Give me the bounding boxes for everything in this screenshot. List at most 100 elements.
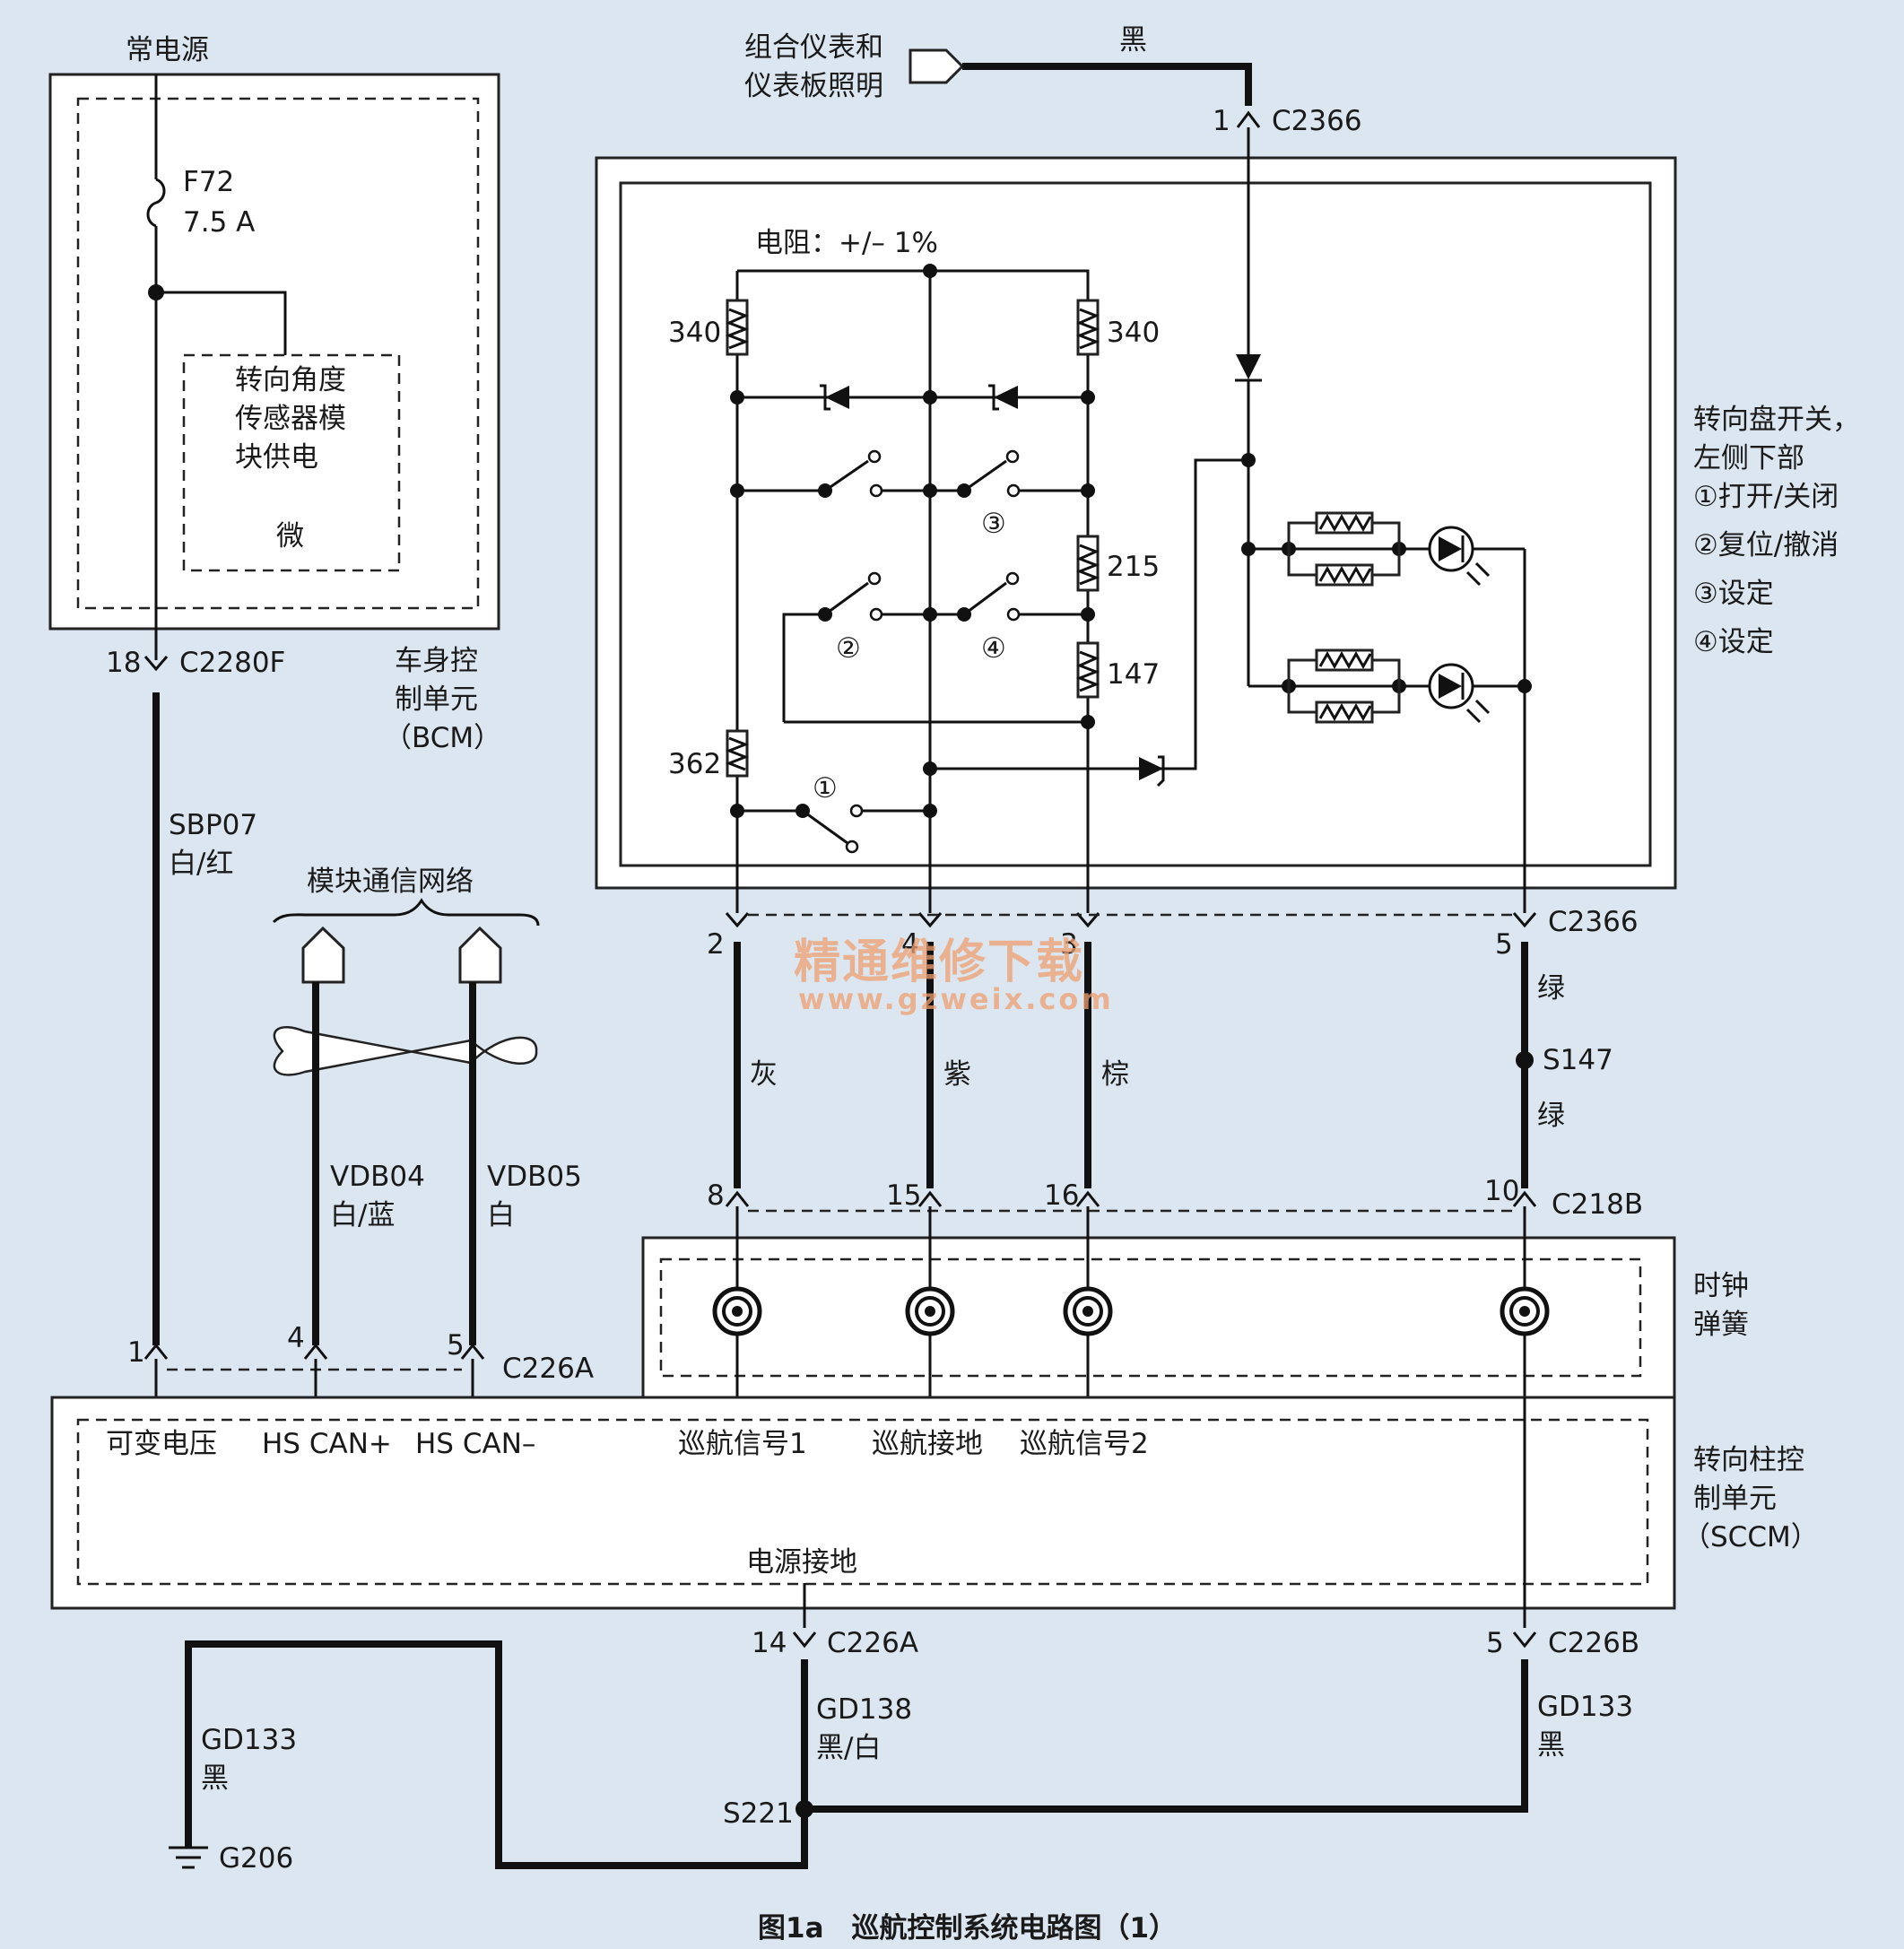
spring-coil-1	[712, 1286, 762, 1336]
connector-c226a-bottom: 14 C226A	[752, 1583, 918, 1659]
sensor-supply-line1: 转向角度	[235, 364, 346, 396]
watermark: 精通维修下载 www.gzweix.com	[794, 935, 1114, 1016]
spring-coil-4	[1500, 1286, 1550, 1336]
c2366-pin5: 5	[1495, 928, 1513, 961]
c2366-pin2: 2	[707, 928, 725, 961]
sbp07-color: 白/红	[169, 848, 233, 880]
module-network: 模块通信网络 VDB04 白/蓝 VDB05 白	[272, 866, 582, 1345]
bcm-name-line3: （BCM）	[384, 722, 501, 754]
sccm-name-line3: （SCCM）	[1682, 1521, 1819, 1553]
resistor-tolerance: 电阻：+/– 1%	[755, 227, 938, 259]
c226b-pin5: 5	[1486, 1627, 1504, 1659]
steering-wheel-switch: 电阻：+/– 1% 340 340 215 147	[595, 127, 1677, 913]
figure-caption: 图1a 巡航控制系统电路图（1）	[758, 1912, 1177, 1945]
gd133-right-code: GD133	[1537, 1691, 1633, 1723]
splice-s221-label: S221	[723, 1797, 794, 1830]
vdb05-color: 白	[487, 1199, 515, 1231]
sccm-pin-cruise-signal2: 巡航信号2	[1020, 1428, 1149, 1460]
sccm-pin-power-ground: 电源接地	[746, 1546, 857, 1579]
sbp07-code: SBP07	[169, 809, 257, 841]
sccm-pin-variable-voltage: 可变电压	[106, 1428, 217, 1460]
gd138-code: GD138	[816, 1693, 912, 1726]
switch-desc-item4: ④设定	[1693, 626, 1774, 658]
sccm-pin-cruise-ground: 巡航接地	[872, 1428, 983, 1460]
resistor-362	[725, 729, 750, 778]
r-right-top-value: 340	[1107, 317, 1160, 349]
top-wire-color: 黑	[1119, 24, 1147, 57]
c218b-pin10: 10	[1484, 1175, 1519, 1207]
connector-c226a-top: 1 4 5 C226A	[127, 1322, 594, 1420]
sccm-name-line1: 转向柱控	[1693, 1444, 1804, 1476]
r-362-value: 362	[668, 748, 721, 780]
c2366-pin4: 4	[901, 928, 919, 961]
wire-gray-label: 灰	[750, 1058, 778, 1091]
bcm-power-label: 常电源	[126, 34, 209, 66]
switch-4-label: ④	[981, 632, 1006, 665]
fuse-name: F72	[183, 166, 234, 198]
network-label: 模块通信网络	[307, 866, 474, 898]
wire-green2-label: 绿	[1537, 1100, 1565, 1132]
sensor-supply-note: 微	[276, 520, 304, 553]
resistor-right-340	[1075, 299, 1100, 356]
switch-desc-line2: 左侧下部	[1693, 442, 1804, 474]
lamp-source-line2: 仪表板照明	[744, 70, 883, 102]
bcm-module: 常电源 F72 7.5 A 转向角度 传感器模 块供电 微 车身控 制单元 （B…	[48, 34, 501, 754]
lamp-source-connector	[909, 48, 965, 84]
wire-gd133-right	[804, 1659, 1528, 1813]
vdb04-color: 白/蓝	[330, 1199, 395, 1231]
fuse-f72-symbol	[146, 178, 166, 228]
resistor-147	[1075, 641, 1100, 699]
connector-c2280f: 18 C2280F	[106, 647, 285, 679]
r-left-top-value: 340	[668, 317, 721, 349]
switch-3-label: ③	[981, 508, 1006, 540]
c2280f-label: C2280F	[179, 647, 285, 679]
lamp-source: 组合仪表和 仪表板照明 黑 1 C2366	[744, 24, 1362, 137]
switch-desc-line1: 转向盘开关，	[1693, 404, 1860, 436]
switch-2-label: ②	[836, 632, 861, 665]
c218b-pin16: 16	[1044, 1179, 1079, 1212]
c218b-label: C218B	[1552, 1188, 1643, 1221]
r-147-value: 147	[1107, 658, 1160, 691]
gd133-left-code: GD133	[201, 1724, 297, 1756]
zener-diode	[1139, 757, 1163, 780]
sccm-name-line2: 制单元	[1693, 1483, 1777, 1515]
watermark-line2: www.gzweix.com	[798, 982, 1114, 1016]
wire-gd133-left	[185, 1640, 808, 1869]
switch-description: 转向盘开关， 左侧下部 ①打开/关闭 ②复位/撤消 ③设定 ④设定	[1693, 404, 1860, 658]
c218b-pin15: 15	[886, 1179, 921, 1212]
network-connector-right	[458, 926, 502, 984]
vdb04-code: VDB04	[330, 1161, 425, 1193]
sccm-pin-hs-can-minus: HS CAN–	[415, 1428, 535, 1460]
sensor-supply-line2: 传感器模	[235, 403, 346, 435]
r-215-value: 215	[1107, 551, 1160, 583]
c226a-pin5: 5	[447, 1329, 465, 1362]
lamp-source-line1: 组合仪表和	[744, 31, 883, 64]
c2366-top-pin: 1	[1213, 105, 1230, 137]
connector-c2366-bottom: 2 4 3 5 C2366	[707, 906, 1639, 961]
spring-coil-2	[905, 1286, 955, 1336]
ground-g206-label: G206	[219, 1842, 293, 1875]
switch-desc-item1: ①打开/关闭	[1693, 481, 1839, 513]
switch-desc-item3: ③设定	[1693, 578, 1774, 610]
gd133-left-color: 黑	[201, 1762, 229, 1795]
clockspring-line1: 时钟	[1693, 1270, 1749, 1302]
c226a-pin14: 14	[752, 1627, 787, 1659]
watermark-line1: 精通维修下载	[794, 935, 1084, 989]
lamp-diode	[1236, 354, 1261, 379]
fuse-rating: 7.5 A	[183, 206, 255, 239]
clockspring-line2: 弹簧	[1693, 1309, 1749, 1341]
sccm-pin-cruise-signal1: 巡航信号1	[678, 1428, 807, 1460]
diode-right	[994, 386, 1018, 409]
bcm-name-line2: 制单元	[395, 683, 478, 716]
wire-purple-label: 紫	[943, 1058, 971, 1091]
c226a-pin1: 1	[127, 1336, 145, 1369]
resistor-215	[1075, 535, 1100, 592]
connector-c218b: 8 15 16 10 C218B	[707, 1175, 1643, 1221]
resistor-left-340	[725, 299, 750, 356]
splice-s147	[1516, 1051, 1534, 1069]
network-connector-left	[301, 926, 345, 984]
lamp-group-2	[1282, 648, 1491, 724]
c2280f-pin: 18	[106, 647, 141, 679]
gd133-right-color: 黑	[1537, 1729, 1565, 1762]
